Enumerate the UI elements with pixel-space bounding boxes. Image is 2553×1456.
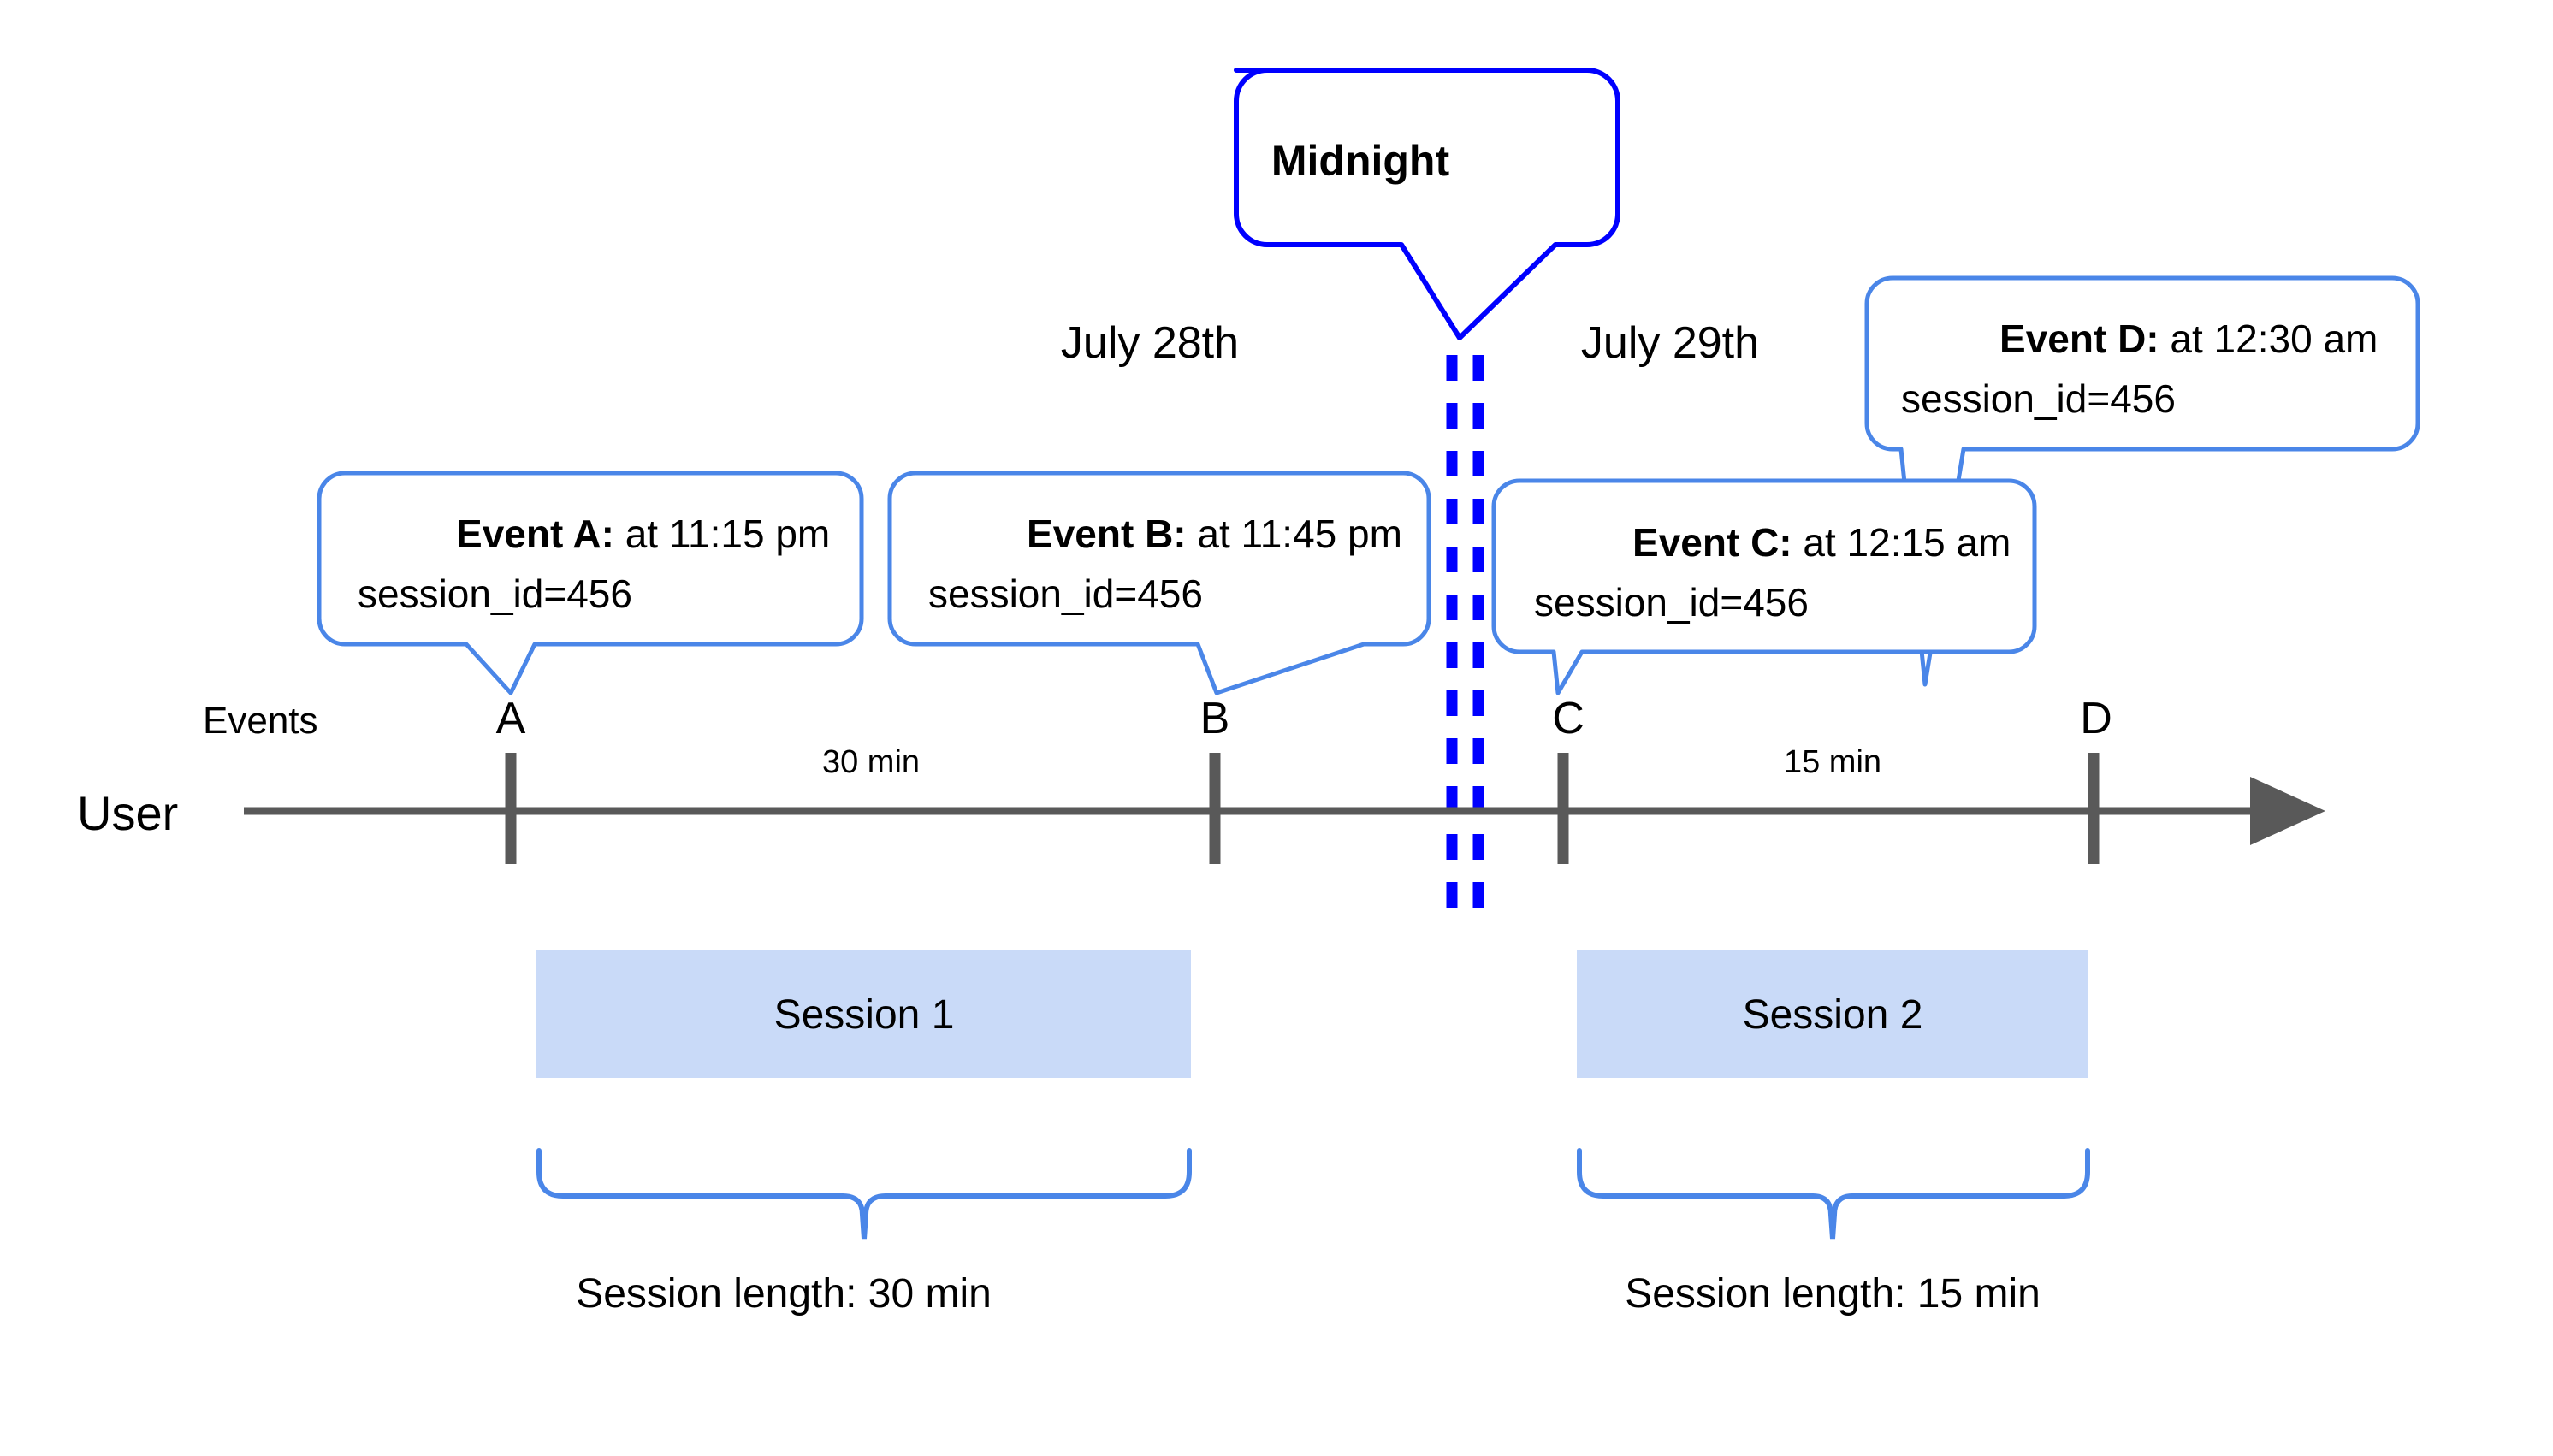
event-d-callout: Event D: at 12:30 am session_id=456 [1864, 275, 2455, 687]
event-d-session-id: session_id=456 [1901, 376, 2176, 421]
session-1-box: Session 1 [536, 950, 1191, 1078]
session-1-brace: Session length: 30 min [536, 1148, 1192, 1317]
event-c-detail: at 12:15 am [1792, 520, 2011, 565]
midnight-divider [1446, 355, 1484, 928]
event-a-detail: at 11:15 pm [614, 512, 830, 556]
session-2-box-label: Session 2 [1743, 992, 1923, 1038]
user-row-label: User [77, 786, 178, 840]
event-marker-label-d: D [2080, 694, 2112, 743]
midnight-callout: Midnight [1234, 68, 1620, 340]
axis-arrow-head [2250, 777, 2325, 845]
date-label-july-29: July 29th [1581, 318, 1759, 368]
session-2-brace: Session length: 15 min [1577, 1148, 2090, 1317]
event-b-session-id: session_id=456 [928, 571, 1203, 616]
session-2-box: Session 2 [1577, 950, 2088, 1078]
event-d-callout-line-1: Event D: at 12:30 am [1901, 317, 2455, 361]
session-2-box-rect [1577, 950, 2088, 1078]
midnight-label: Midnight [1271, 137, 1450, 185]
session-1-box-rect [536, 950, 1191, 1078]
event-a-callout-line-1: Event A: at 11:15 pm [358, 512, 907, 556]
event-b-title: Event B: [1027, 512, 1187, 556]
event-b-callout: Event B: at 11:45 pm session_id=456 [887, 471, 1478, 695]
event-b-callout-shape [887, 471, 1431, 695]
event-d-callout-shape [1864, 275, 2420, 687]
event-a-callout: Event A: at 11:15 pm session_id=456 [317, 471, 907, 695]
events-row-label: Events [203, 700, 318, 742]
event-a-callout-shape [317, 471, 864, 695]
event-marker-label-a: A [496, 694, 526, 743]
event-c-callout: Event C: at 12:15 am session_id=456 [1491, 478, 2088, 695]
timeline-axis [244, 753, 2325, 864]
event-c-session-id: session_id=456 [1534, 580, 1809, 624]
event-d-detail: at 12:30 am [2159, 317, 2378, 361]
gap-label-a-b: 30 min [822, 744, 920, 780]
session-1-box-label: Session 1 [774, 992, 955, 1038]
event-marker-label-c: C [1552, 694, 1585, 743]
session-1-brace-path [536, 1148, 1192, 1240]
event-a-title: Event A: [456, 512, 614, 556]
event-d-title: Event D: [1999, 317, 2159, 361]
gap-label-c-d: 15 min [1784, 744, 1881, 780]
event-c-callout-shape [1491, 478, 2037, 695]
session-1-length-label: Session length: 30 min [576, 1271, 992, 1317]
midnight-callout-shape [1234, 68, 1620, 340]
session-2-brace-path [1577, 1148, 2090, 1240]
event-a-session-id: session_id=456 [358, 571, 632, 616]
event-c-title: Event C: [1632, 520, 1792, 565]
date-label-july-28: July 28th [1061, 318, 1239, 368]
event-b-detail: at 11:45 pm [1187, 512, 1402, 556]
event-marker-label-b: B [1200, 694, 1230, 743]
event-c-callout-line-1: Event C: at 12:15 am [1534, 520, 2088, 565]
event-b-callout-line-1: Event B: at 11:45 pm [928, 512, 1478, 556]
session-2-length-label: Session length: 15 min [1625, 1271, 2041, 1317]
